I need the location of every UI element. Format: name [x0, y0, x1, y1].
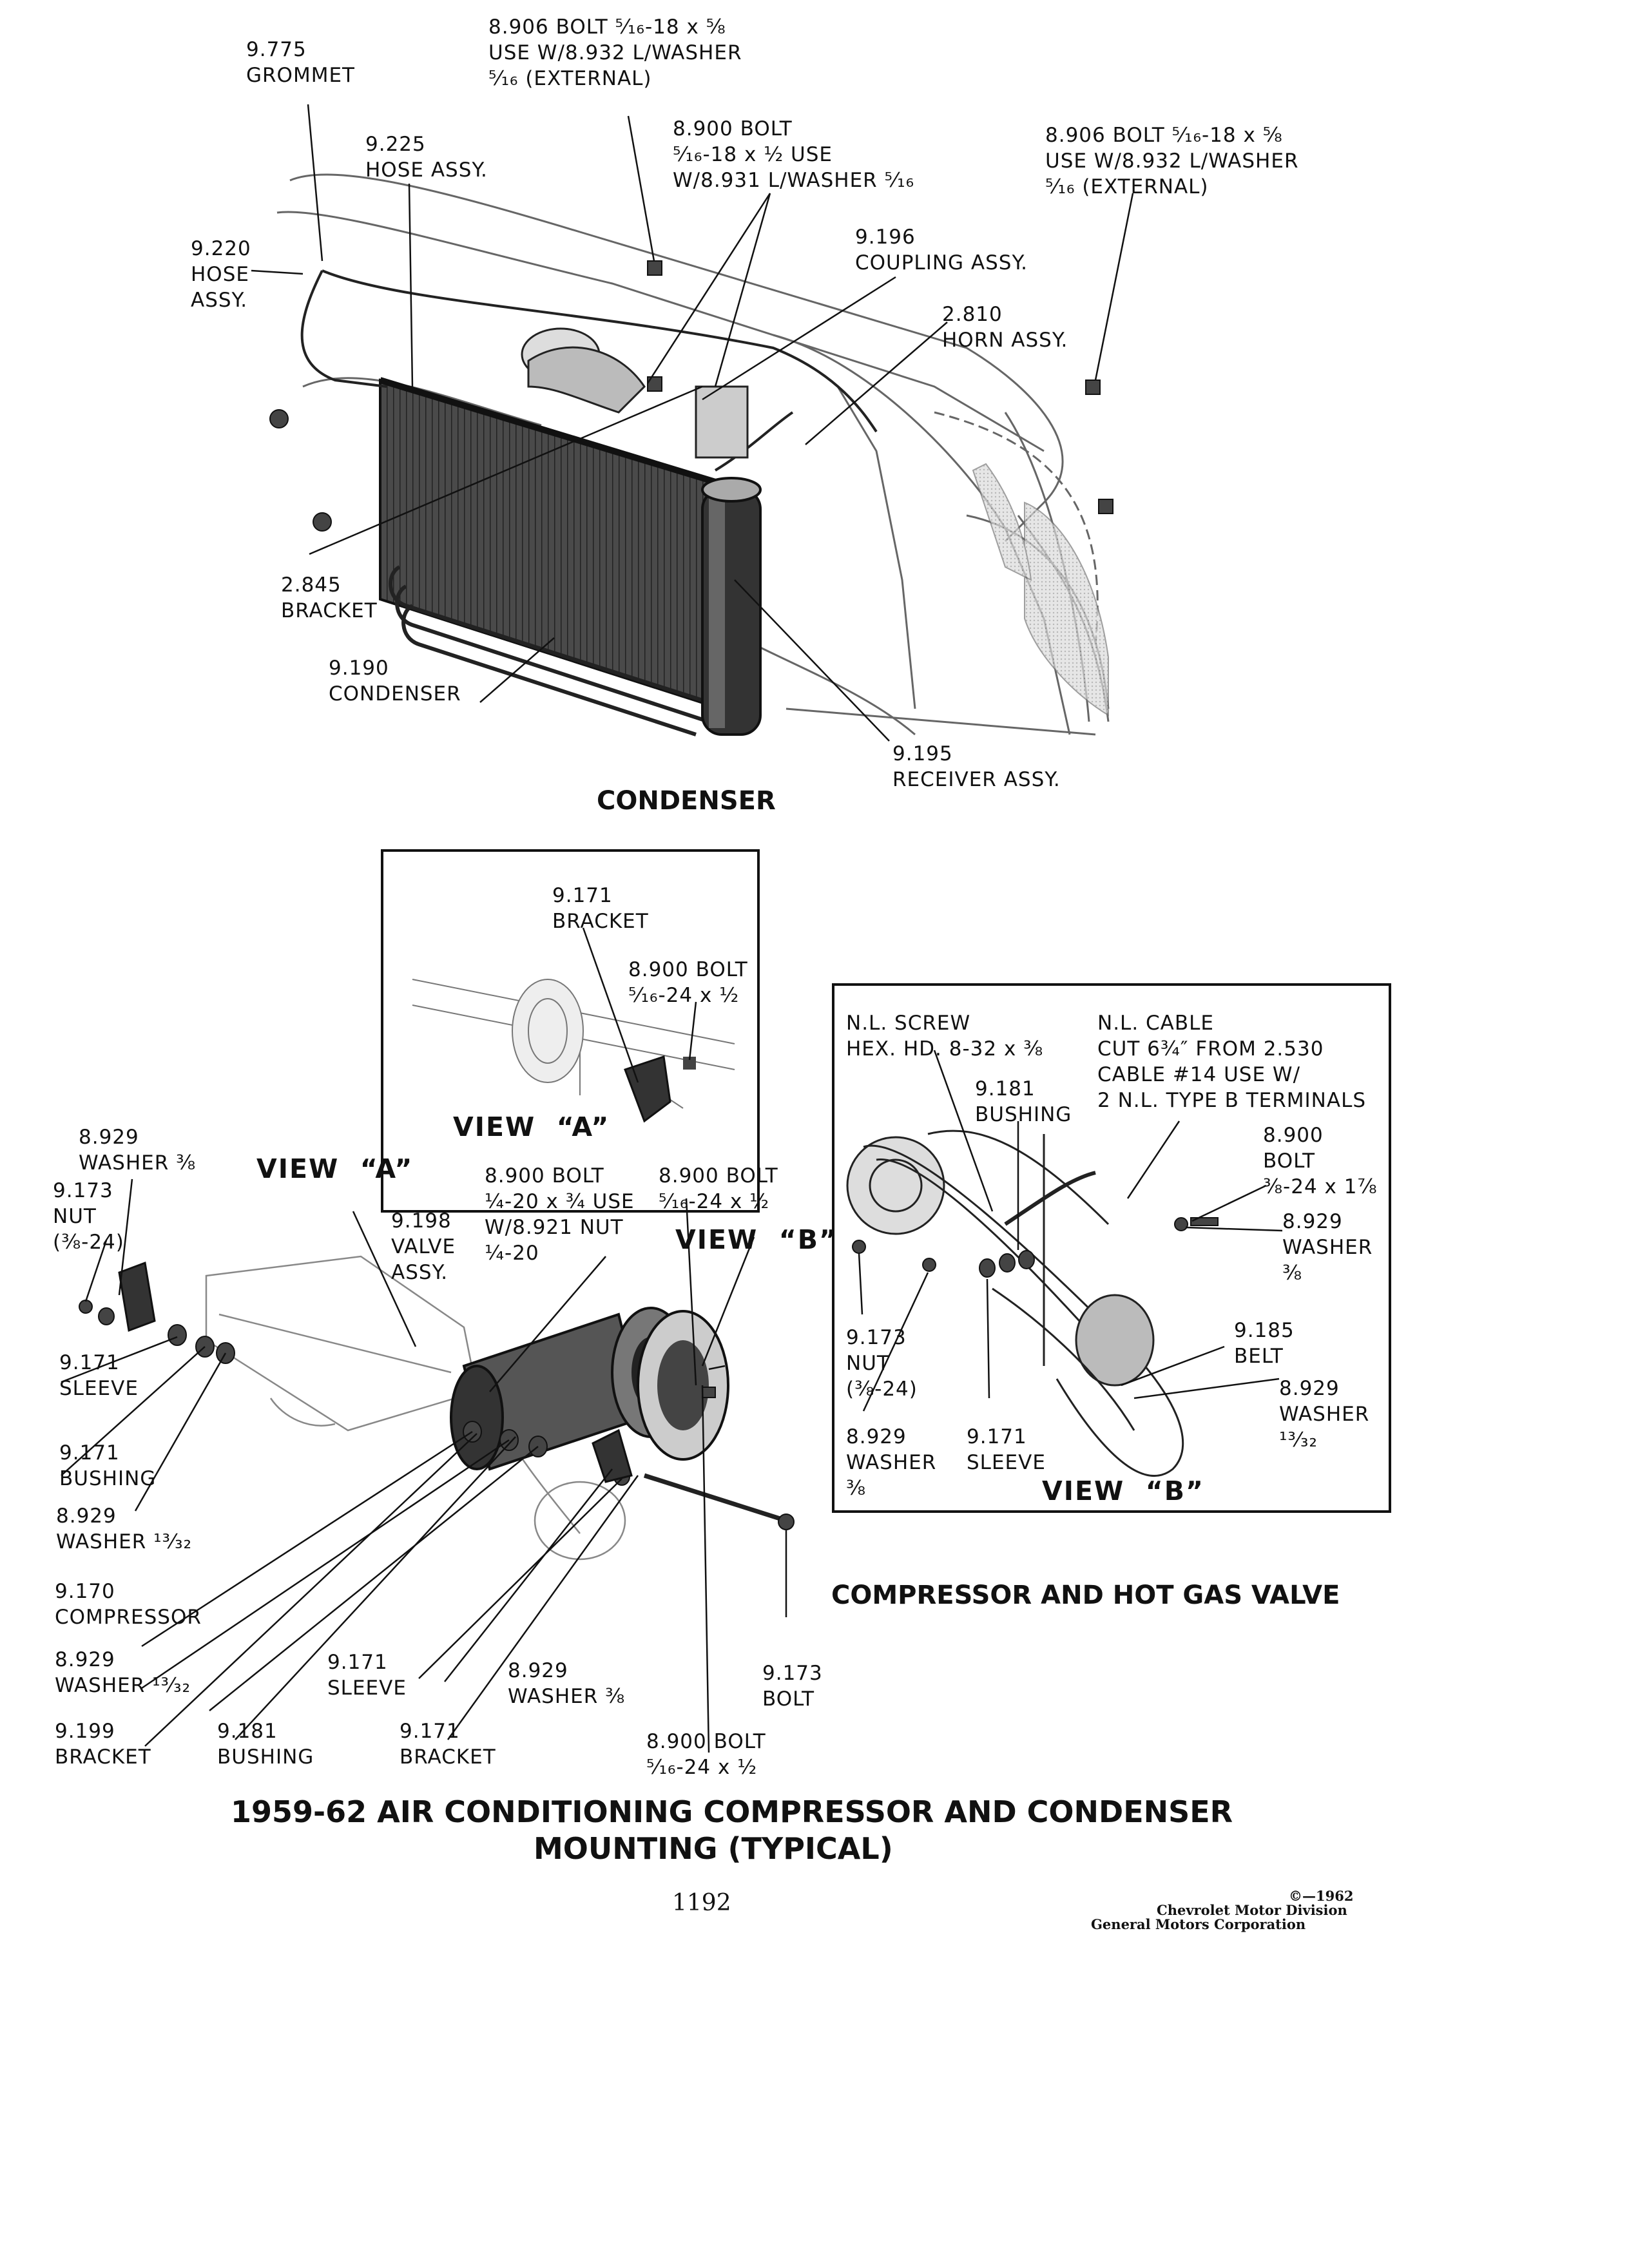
label-washer-38-low: 8.929 WASHER ⅜: [508, 1659, 626, 1708]
bracket-left-plate: [118, 1261, 156, 1332]
view-b-label-sleeve: 9.171 SLEEVE: [967, 1425, 1046, 1474]
label-nut-left: 9.173 NUT (⅜-24): [53, 1179, 124, 1254]
label-hose-assy-220: 9.220 HOSE ASSY.: [191, 237, 251, 312]
label-hose-assy-225: 9.225 HOSE ASSY.: [365, 133, 488, 182]
label-bolt-516-24: 8.900 BOLT ⁵⁄₁₆-24 x ½: [659, 1164, 778, 1213]
view-b-box-title: VIEW “B”: [1042, 1475, 1204, 1506]
figure-caption-line1: 1959-62 AIR CONDITIONING COMPRESSOR AND …: [231, 1794, 1233, 1829]
label-grommet: 9.775 GROMMET: [246, 38, 355, 87]
bolts-top: [269, 260, 1113, 532]
condenser-title: CONDENSER: [597, 786, 776, 816]
view-b-label-nut: 9.173 NUT (⅜-24): [846, 1326, 918, 1401]
condenser-hoses: [300, 269, 878, 472]
label-sleeve-left: 9.171 SLEEVE: [59, 1351, 139, 1400]
copyright-line3: General Motors Corporation: [1091, 1916, 1306, 1932]
view-b-label-washer-1332: 8.929 WASHER ¹³⁄₃₂: [1279, 1377, 1370, 1452]
view-b-box: [832, 983, 1391, 1513]
view-b-art: [846, 1129, 1184, 1477]
label-receiver-assy: 9.195 RECEIVER ASSY.: [892, 742, 1061, 791]
view-a-label-bracket: 9.171 BRACKET: [552, 884, 649, 933]
label-washer-1332-low: 8.929 WASHER ¹³⁄₃₂: [55, 1648, 191, 1697]
view-b-label-washer-right: 8.929 WASHER ⅜: [1282, 1210, 1373, 1285]
figure-caption-line2: MOUNTING (TYPICAL): [534, 1831, 893, 1866]
compressor-leaders: [61, 1178, 787, 1753]
compressor-title: COMPRESSOR AND HOT GAS VALVE: [831, 1581, 1340, 1610]
copyright-line2: Chevrolet Motor Division: [1157, 1902, 1347, 1918]
compressor-clutch-pulley: [637, 1310, 729, 1461]
view-b-label-bolt: 8.900 BOLT ⅜-24 x 1⅞: [1263, 1124, 1378, 1198]
view-b-callout: VIEW “B”: [675, 1224, 838, 1255]
label-condenser-9190: 9.190 CONDENSER: [329, 657, 461, 706]
condenser-leaders: [251, 104, 1134, 742]
view-a-box-title: VIEW “A”: [453, 1111, 610, 1142]
label-bracket-9171: 9.171 BRACKET: [400, 1720, 496, 1769]
view-a-callout: VIEW “A”: [256, 1153, 414, 1184]
label-bolt-top-mid: 8.900 BOLT ⁵⁄₁₆-18 x ½ USE W/8.931 L/WAS…: [673, 117, 915, 192]
horn-and-coupling: [521, 327, 749, 459]
label-compressor: 9.170 COMPRESSOR: [55, 1580, 202, 1629]
label-coupling-assy: 9.196 COUPLING ASSY.: [855, 226, 1028, 274]
label-valve-assy: 9.198 VALVE ASSY.: [391, 1209, 456, 1284]
label-bracket-9199: 9.199 BRACKET: [55, 1720, 151, 1769]
bracket-lower-plate: [592, 1428, 633, 1483]
view-b-label-screw: N.L. SCREW HEX. HD. 8-32 x ⅜: [846, 1012, 1044, 1061]
label-bolt-top-right: 8.906 BOLT ⁵⁄₁₆-18 x ⅝ USE W/8.932 L/WAS…: [1045, 124, 1299, 198]
label-washer-38-left: 8.929 WASHER ⅜: [79, 1126, 197, 1175]
page-number: 1192: [672, 1890, 731, 1916]
view-b-label-belt: 9.185 BELT: [1234, 1319, 1295, 1368]
copyright-line1: ©—1962: [1289, 1888, 1354, 1904]
view-b-label-bushing: 9.181 BUSHING: [975, 1077, 1072, 1126]
label-bushing-left: 9.171 BUSHING: [59, 1441, 157, 1490]
label-horn-assy: 2.810 HORN ASSY.: [942, 303, 1068, 352]
label-sleeve-low: 9.171 SLEEVE: [327, 1651, 407, 1700]
view-a-label-bolt: 8.900 BOLT ⁵⁄₁₆-24 x ½: [628, 958, 748, 1007]
receiver-drier: [701, 477, 762, 736]
label-bolt-top-left: 8.906 BOLT ⁵⁄₁₆-18 x ⅝ USE W/8.932 L/WAS…: [488, 15, 742, 90]
view-b-label-cable: N.L. CABLE CUT 6¾″ FROM 2.530 CABLE #14 …: [1097, 1012, 1367, 1112]
view-a-art: [412, 979, 735, 1109]
label-bushing-9181: 9.181 BUSHING: [217, 1720, 314, 1769]
body-panel-shading: [972, 463, 1109, 716]
label-washer-1332-left: 8.929 WASHER ¹³⁄₃₂: [56, 1504, 193, 1553]
view-a-box: [381, 849, 760, 1213]
label-bolt-14-20: 8.900 BOLT ¼-20 x ¾ USE W/8.921 NUT ¼-20: [485, 1164, 635, 1265]
view-b-label-washer-left: 8.929 WASHER ⅜: [846, 1425, 937, 1500]
label-bolt-9173: 9.173 BOLT: [762, 1662, 823, 1711]
view-a-bracket: [624, 1055, 696, 1123]
label-bracket-2845: 2.845 BRACKET: [281, 573, 378, 622]
label-bolt-bottom: 8.900 BOLT ⁵⁄₁₆-24 x ½: [646, 1730, 766, 1779]
